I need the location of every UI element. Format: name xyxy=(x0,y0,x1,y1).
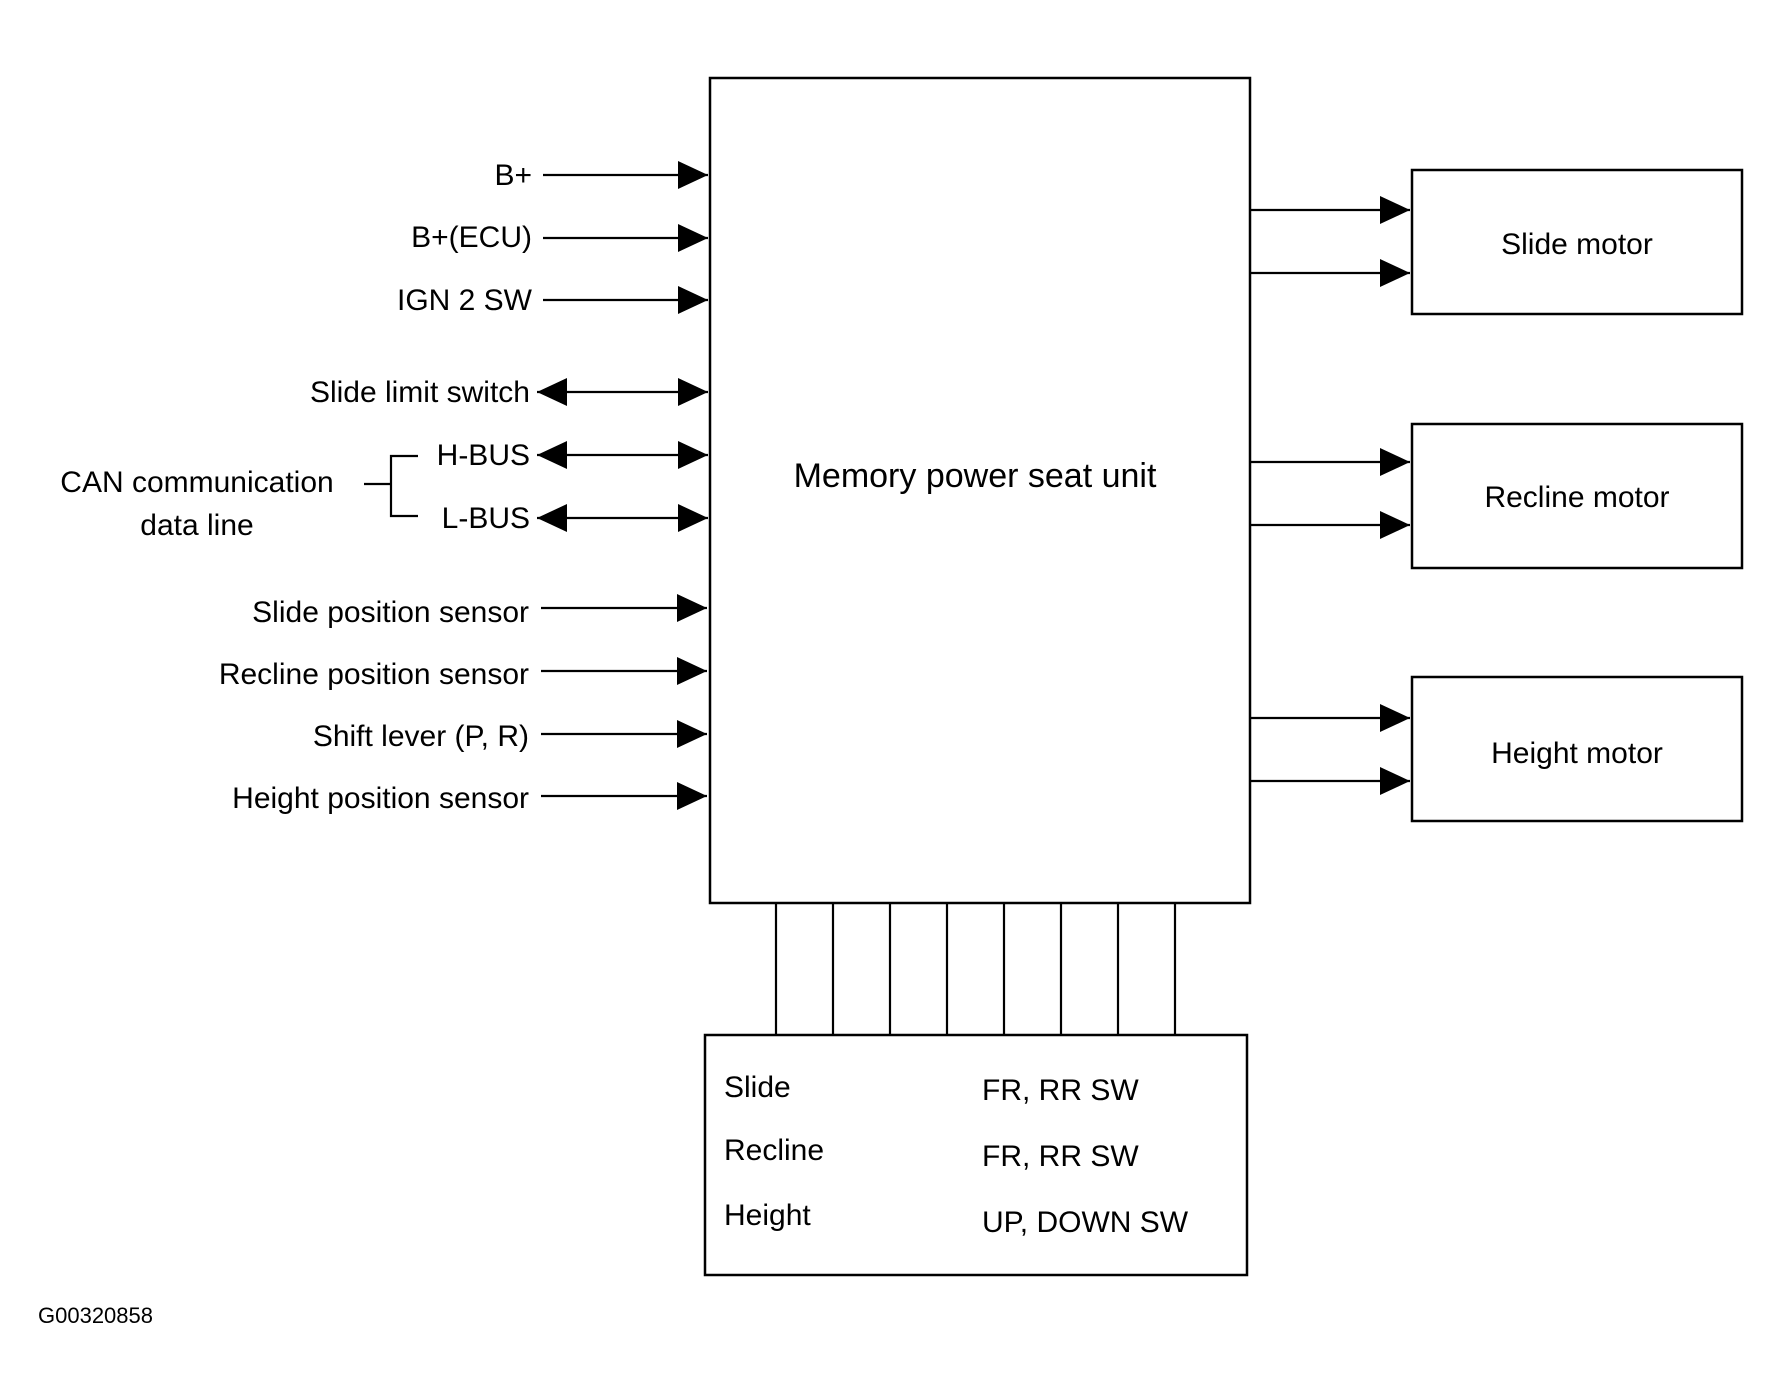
input-label: B+ xyxy=(494,159,532,192)
input-label: L-BUS xyxy=(442,502,530,535)
slide-motor: Slide motor xyxy=(1250,168,1744,316)
switch-row-name: Slide xyxy=(724,1071,791,1104)
input-shift-lever: Shift lever (P, R) xyxy=(313,720,707,753)
input-label: Slide limit switch xyxy=(310,376,530,409)
input-b-plus: B+ xyxy=(494,159,708,192)
input-l-bus: L-BUS xyxy=(442,502,708,535)
input-b-plus-ecu: B+(ECU) xyxy=(411,221,708,254)
switch-wires xyxy=(774,903,1177,1035)
height-motor: Height motor xyxy=(1250,675,1744,823)
switch-row-value: FR, RR SW xyxy=(982,1140,1139,1173)
input-slide-position-sensor: Slide position sensor xyxy=(252,594,707,629)
input-label: Shift lever (P, R) xyxy=(313,720,529,753)
can-label-line2: data line xyxy=(140,509,253,542)
input-label: Recline position sensor xyxy=(219,658,529,691)
input-label: Slide position sensor xyxy=(252,596,529,629)
input-h-bus: H-BUS xyxy=(437,439,708,472)
main-unit-label: Memory power seat unit xyxy=(794,457,1157,495)
motor-label: Slide motor xyxy=(1501,228,1653,261)
recline-motor: Recline motor xyxy=(1250,422,1744,570)
figure-id: G00320858 xyxy=(38,1303,153,1328)
input-label: IGN 2 SW xyxy=(397,284,533,317)
input-ign-2-sw: IGN 2 SW xyxy=(397,284,708,317)
switch-row-name: Height xyxy=(724,1199,811,1232)
input-slide-limit-switch: Slide limit switch xyxy=(310,376,708,409)
input-recline-position-sensor: Recline position sensor xyxy=(219,657,707,691)
motor-label: Height motor xyxy=(1491,737,1663,770)
input-label: B+(ECU) xyxy=(411,221,532,254)
motor-label: Recline motor xyxy=(1484,481,1669,514)
can-bracket xyxy=(364,454,418,518)
switch-panel: Slide FR, RR SW Recline FR, RR SW Height… xyxy=(703,1033,1249,1277)
switch-row-value: UP, DOWN SW xyxy=(982,1206,1189,1239)
switch-row-value: FR, RR SW xyxy=(982,1074,1139,1107)
can-label-line1: CAN communication xyxy=(60,466,333,499)
input-signals: B+ B+(ECU) IGN 2 SW Slide limit switch H… xyxy=(219,159,708,815)
input-height-position-sensor: Height position sensor xyxy=(232,782,707,815)
memory-power-seat-unit: Memory power seat unit xyxy=(708,76,1252,905)
can-communication-group: CAN communication data line xyxy=(60,454,418,542)
input-label: Height position sensor xyxy=(232,782,529,815)
motor-outputs: Slide motor Recline motor Height motor xyxy=(1250,168,1744,823)
switch-row-name: Recline xyxy=(724,1134,824,1167)
input-label: H-BUS xyxy=(437,439,530,472)
